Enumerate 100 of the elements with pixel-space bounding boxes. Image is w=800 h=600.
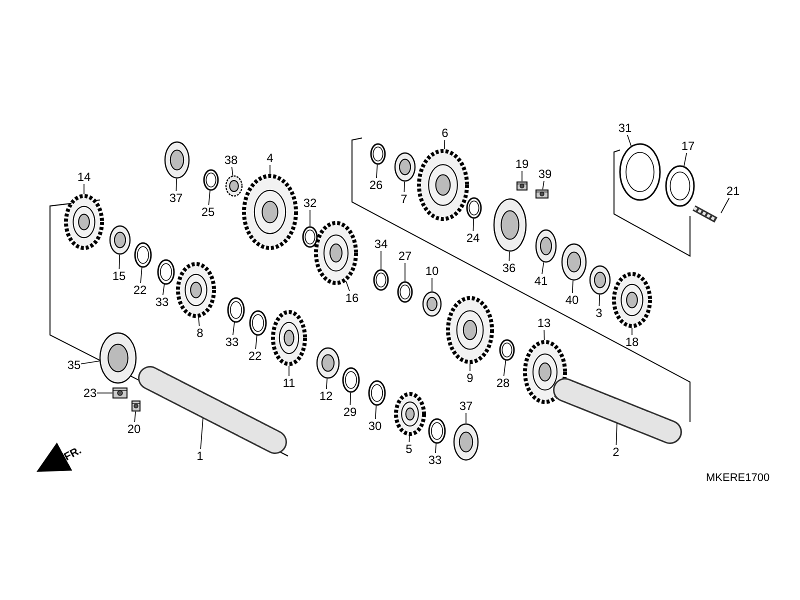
callout-number: 11 bbox=[279, 375, 299, 391]
callout-number: 6 bbox=[435, 125, 455, 141]
bearing-drawing bbox=[453, 423, 479, 461]
leader-line bbox=[376, 164, 378, 178]
bearing-drawing bbox=[394, 152, 416, 182]
gear-drawing bbox=[242, 174, 298, 250]
leader-line bbox=[96, 392, 113, 394]
leader-line bbox=[404, 181, 405, 192]
leader-line bbox=[176, 178, 177, 192]
leader-line bbox=[627, 134, 632, 146]
callout-number: 10 bbox=[422, 263, 442, 279]
leader-line bbox=[350, 392, 351, 406]
leader-line bbox=[720, 198, 730, 214]
leader-line bbox=[544, 330, 545, 340]
callout-number: 28 bbox=[493, 375, 513, 391]
leader-line bbox=[162, 284, 165, 296]
leader-line bbox=[134, 411, 136, 422]
callout-number: 40 bbox=[562, 292, 582, 308]
ring-drawing bbox=[428, 418, 446, 444]
ring-drawing bbox=[368, 380, 386, 406]
leader-line bbox=[326, 378, 328, 390]
ring-drawing bbox=[499, 339, 515, 361]
ring-drawing bbox=[203, 169, 219, 191]
callout-number: 5 bbox=[399, 441, 419, 457]
gear-drawing bbox=[176, 262, 216, 318]
gear-drawing bbox=[417, 149, 469, 221]
callout-number: 30 bbox=[365, 418, 385, 434]
callout-number: 33 bbox=[222, 334, 242, 350]
callout-number: 13 bbox=[534, 315, 554, 331]
leader-line bbox=[598, 294, 600, 306]
leader-line bbox=[503, 360, 506, 376]
ring-drawing bbox=[619, 143, 661, 201]
bearing-drawing bbox=[422, 291, 442, 317]
leader-line bbox=[208, 190, 210, 206]
callout-number: 12 bbox=[316, 388, 336, 404]
bearing-drawing bbox=[589, 265, 611, 295]
callout-number: 25 bbox=[198, 204, 218, 220]
gear-drawing bbox=[271, 310, 307, 366]
gear-drawing bbox=[446, 296, 494, 364]
leader-line bbox=[140, 267, 142, 284]
callout-number: 8 bbox=[190, 325, 210, 341]
ring-drawing bbox=[342, 367, 360, 393]
callout-number: 35 bbox=[64, 357, 84, 373]
callout-number: 23 bbox=[80, 385, 100, 401]
leader-line bbox=[198, 317, 200, 326]
direction-label: FR. bbox=[62, 444, 84, 464]
callout-number: 33 bbox=[152, 294, 172, 310]
bearing-drawing bbox=[164, 141, 190, 179]
callout-number: 34 bbox=[371, 236, 391, 252]
leader-line bbox=[684, 152, 687, 166]
callout-number: 41 bbox=[531, 273, 551, 289]
callout-number: 9 bbox=[460, 370, 480, 386]
callout-number: 19 bbox=[512, 156, 532, 172]
callout-number: 22 bbox=[130, 282, 150, 298]
leader-line bbox=[288, 366, 290, 376]
bearing-drawing bbox=[99, 332, 137, 384]
leader-line bbox=[408, 436, 410, 442]
callout-number: 4 bbox=[260, 150, 280, 166]
ring-drawing bbox=[249, 310, 267, 336]
callout-number: 39 bbox=[535, 166, 555, 182]
callout-number: 37 bbox=[166, 190, 186, 206]
callout-number: 18 bbox=[622, 334, 642, 350]
bolt-drawing bbox=[692, 205, 718, 223]
callout-number: 16 bbox=[342, 290, 362, 306]
callout-number: 24 bbox=[463, 230, 483, 246]
drawing-code: MKERE1700 bbox=[706, 472, 770, 484]
ring-drawing bbox=[157, 259, 175, 285]
callout-number: 17 bbox=[678, 138, 698, 154]
fastener-drawing bbox=[516, 182, 528, 190]
leader-line bbox=[572, 280, 574, 294]
callout-number: 33 bbox=[425, 452, 445, 468]
leader-line bbox=[346, 281, 350, 292]
callout-number: 38 bbox=[221, 152, 241, 168]
leader-line bbox=[80, 360, 100, 364]
ring-drawing bbox=[466, 197, 482, 219]
callout-number: 29 bbox=[340, 404, 360, 420]
leader-line bbox=[542, 180, 544, 190]
ring-drawing bbox=[370, 143, 386, 165]
leader-line bbox=[255, 335, 258, 350]
gear-drawing bbox=[64, 194, 104, 250]
leader-line bbox=[542, 262, 544, 274]
bearing-drawing bbox=[109, 225, 131, 255]
callout-number: 20 bbox=[124, 421, 144, 437]
callout-number: 7 bbox=[394, 191, 414, 207]
callout-number: 3 bbox=[589, 305, 609, 321]
leader-line bbox=[232, 322, 235, 336]
callout-number: 2 bbox=[606, 444, 626, 460]
leader-line bbox=[200, 418, 204, 450]
needle-bearing-drawing bbox=[225, 175, 243, 197]
leader-line bbox=[616, 422, 618, 446]
leader-line bbox=[404, 262, 406, 282]
callout-number: 32 bbox=[300, 195, 320, 211]
gear-drawing bbox=[394, 392, 426, 436]
bearing-drawing bbox=[535, 229, 557, 263]
callout-number: 26 bbox=[366, 177, 386, 193]
leader-line bbox=[118, 254, 120, 270]
leader-line bbox=[380, 250, 382, 270]
fastener-drawing bbox=[112, 388, 128, 398]
callout-number: 36 bbox=[499, 260, 519, 276]
ring-drawing bbox=[665, 165, 695, 207]
